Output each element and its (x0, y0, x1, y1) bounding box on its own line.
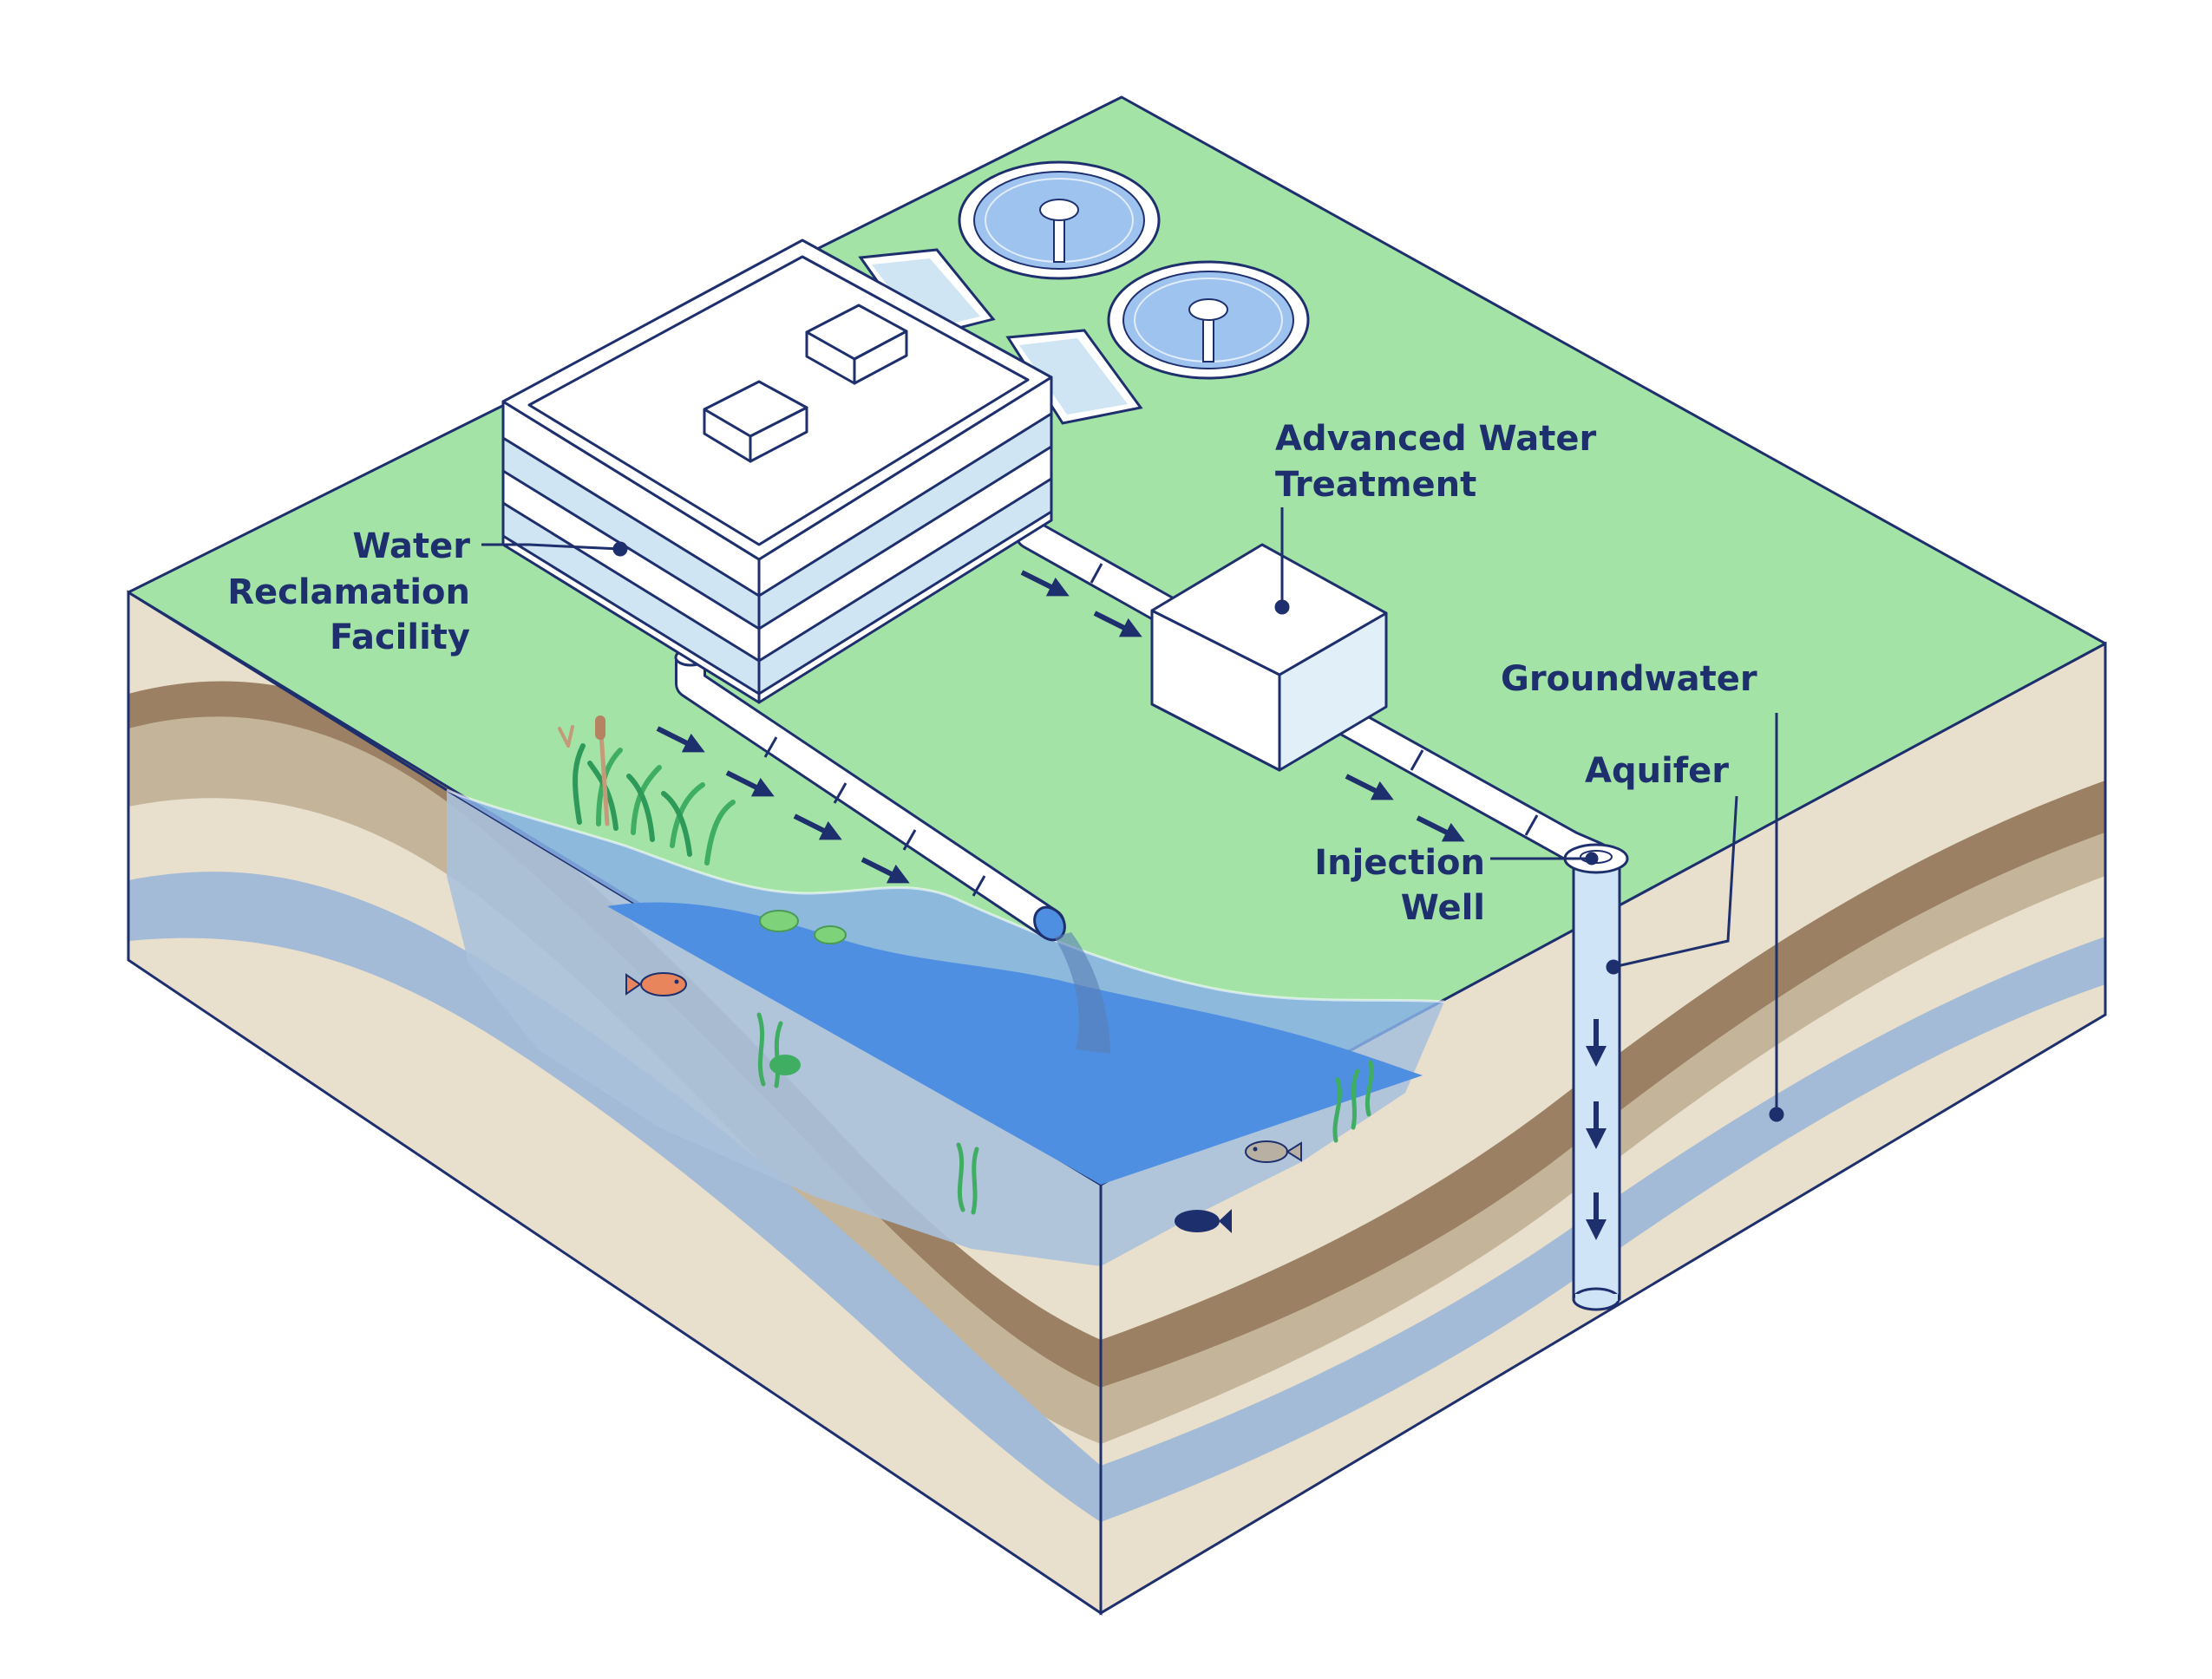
fish-icon (625, 972, 687, 996)
label-line: Advanced Water (1275, 419, 1596, 459)
settling-basin (858, 248, 1143, 425)
label-aquifer: Aquifer (1585, 751, 1729, 791)
label-injection-well: Injection Well (1314, 843, 1485, 928)
reed-icon (558, 715, 736, 866)
clarifier-tank-icon (1107, 260, 1310, 380)
arrow-icon (656, 570, 1465, 884)
leader-lines (481, 507, 1784, 1122)
pipe-to-advanced-treatment (1015, 519, 1191, 631)
clarifier-tank-icon (958, 160, 1161, 280)
water-reclamation-facility-building (501, 238, 1053, 704)
label-advanced-water-treatment: Advanced Water Treatment (1275, 419, 1596, 505)
pipe-to-lake (674, 644, 1110, 1054)
lily-pad-icon (759, 910, 847, 944)
label-line: Reclamation (227, 572, 470, 612)
label-line: Treatment (1275, 465, 1476, 505)
label-groundwater: Groundwater (1501, 659, 1757, 699)
label-line: Water (352, 526, 470, 566)
advanced-water-treatment-building (1150, 543, 1388, 772)
label-line: Facility (330, 617, 470, 657)
label-water-reclamation-facility: Water Reclamation Facility (227, 526, 470, 657)
injection-well (1563, 843, 1629, 1311)
fish-icon (1175, 1209, 1232, 1233)
label-line: Injection (1314, 843, 1485, 883)
ground-cross-section-left (127, 590, 1103, 1616)
fish-icon (1245, 1140, 1302, 1163)
label-line: Well (1401, 888, 1485, 928)
seaweed-icon (756, 1012, 1374, 1215)
lake (446, 788, 1445, 1185)
